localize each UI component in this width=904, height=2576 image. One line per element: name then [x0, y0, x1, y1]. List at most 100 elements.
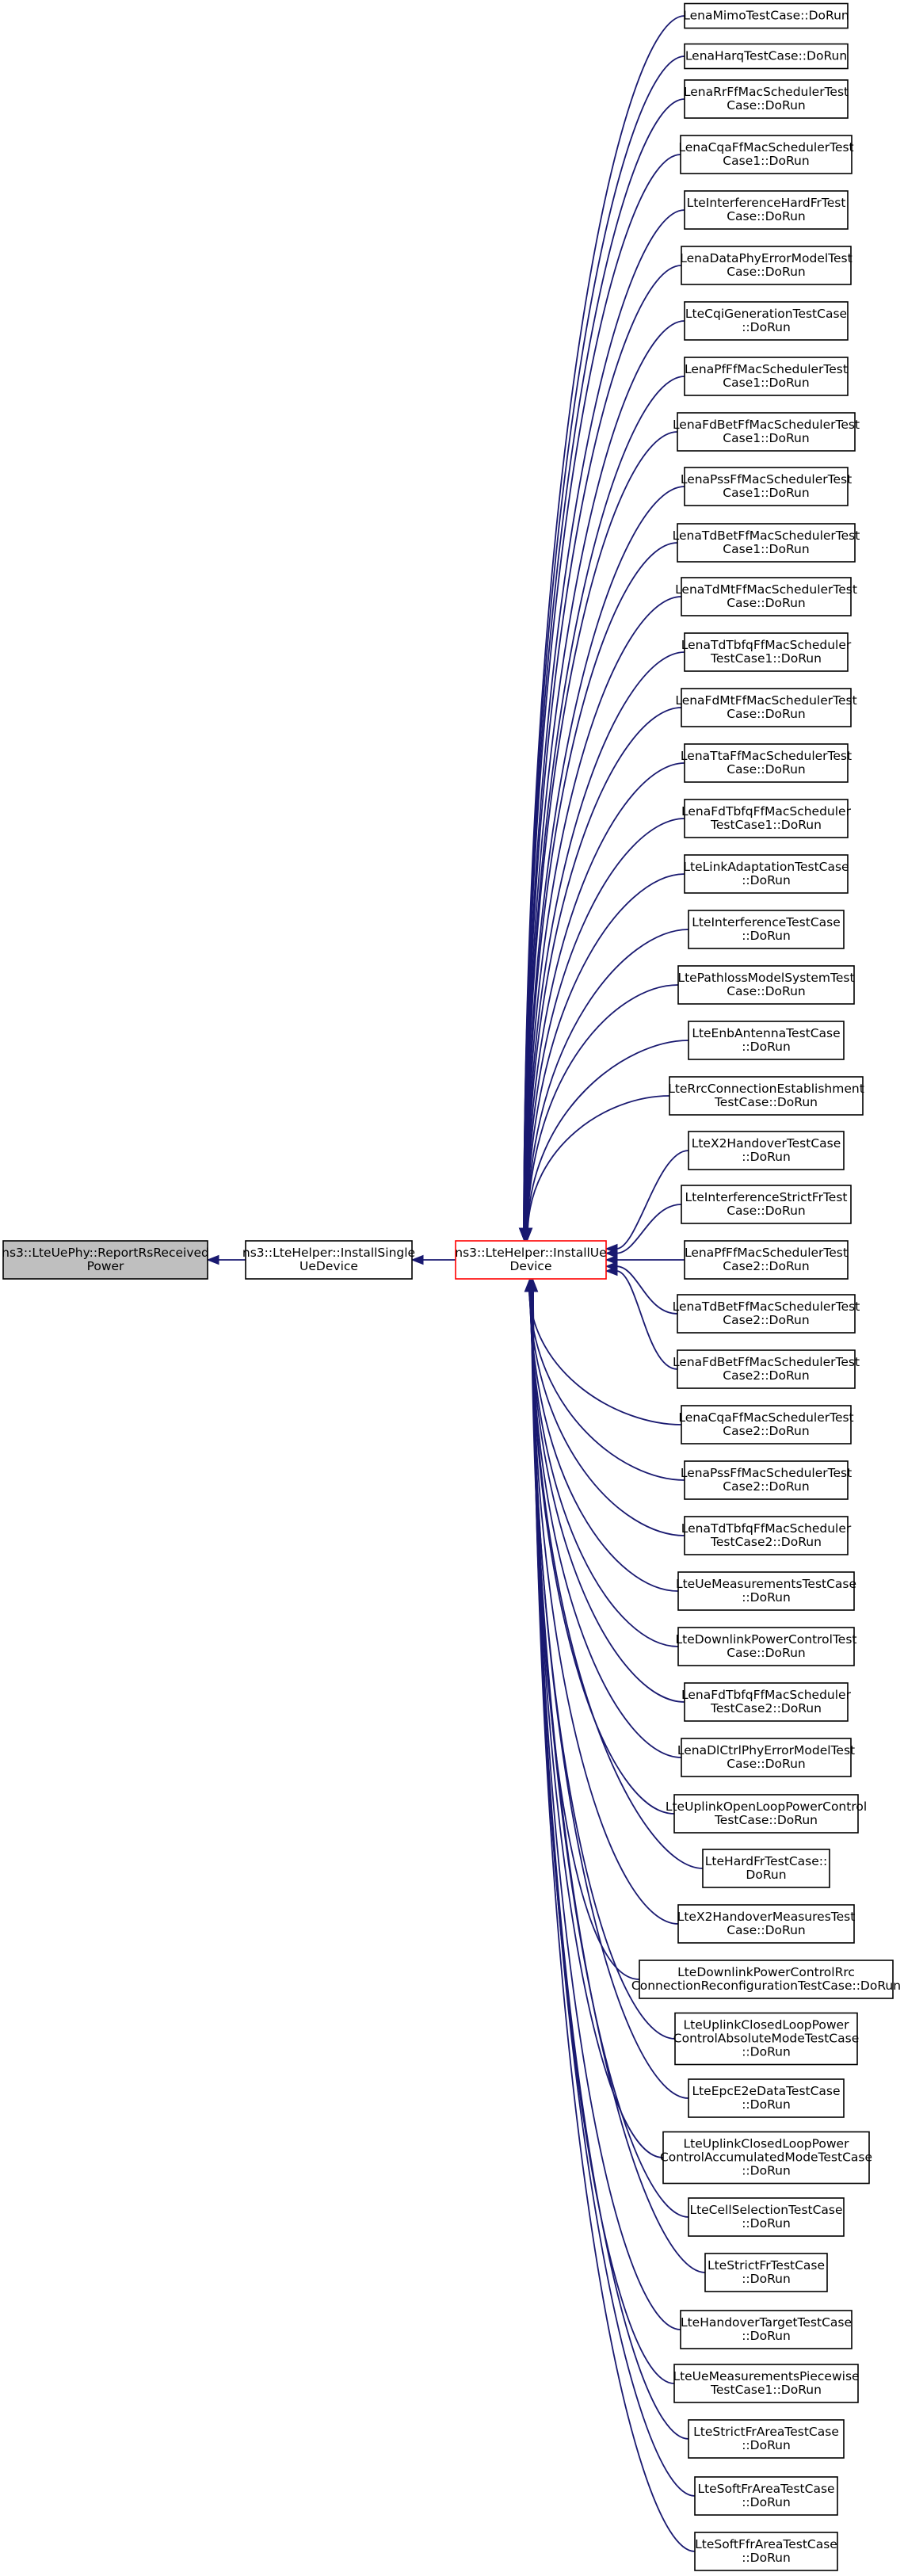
caller-node[interactable]: LteSoftFrAreaTestCase::DoRun	[694, 2476, 838, 2516]
caller-edge	[529, 1290, 679, 1647]
caller-edge	[529, 1290, 685, 1703]
install-single-ue-device-node-label-line: ns3::LteHelper::InstallSingle	[242, 1246, 415, 1260]
caller-node-label-line: Case::DoRun	[727, 1757, 806, 1771]
call-edges	[206, 15, 706, 2552]
caller-edge	[524, 265, 682, 1230]
install-single-ue-device-node-box	[245, 1240, 413, 1280]
caller-node[interactable]: LenaHarqTestCase::DoRun	[684, 43, 849, 70]
caller-node-label-line: ConnectionReconfigurationTestCase::DoRun	[631, 1979, 901, 1993]
caller-node-label-line: LteDownlinkPowerControlRrc	[677, 1965, 855, 1979]
caller-edge	[525, 762, 685, 1230]
caller-edge-arrow	[605, 1248, 618, 1258]
caller-node[interactable]: LteX2HandoverTestCase::DoRun	[688, 1131, 845, 1170]
caller-node[interactable]: LteEpcE2eDataTestCase::DoRun	[688, 2078, 845, 2118]
caller-node[interactable]: LteHandoverTargetTestCase::DoRun	[680, 2310, 853, 2349]
caller-edge	[526, 873, 685, 1230]
caller-edge	[616, 1270, 678, 1370]
caller-node[interactable]: LteHardFrTestCase::DoRun	[702, 1849, 830, 1888]
caller-node-label-line: LenaRrFfMacSchedulerTest	[684, 85, 849, 99]
caller-edge	[616, 1150, 689, 1250]
caller-node-box	[688, 1021, 845, 1060]
caller-edge	[526, 1040, 689, 1230]
caller-node-box	[681, 1185, 852, 1224]
caller-node[interactable]: LteUeMeasurementsPiecewiseTestCase1::DoR…	[673, 2364, 860, 2403]
caller-node-label-line: ::DoRun	[742, 2216, 791, 2231]
caller-edge	[532, 1290, 696, 2497]
caller-node[interactable]: LteUeMeasurementsTestCase::DoRun	[676, 1571, 856, 1611]
caller-edge	[524, 431, 678, 1230]
caller-edge	[530, 1290, 640, 1980]
caller-node[interactable]: LteLinkAdaptationTestCase::DoRun	[683, 854, 849, 894]
caller-node-box	[681, 1738, 852, 1777]
root-node-label-line: ns3::LteUePhy::ReportRsReceived	[2, 1246, 209, 1260]
caller-node-box	[681, 577, 852, 616]
caller-edge	[529, 1290, 682, 1758]
caller-node-label-line: Case1::DoRun	[723, 376, 809, 390]
caller-node-label-line: LteSoftFrAreaTestCase	[697, 2482, 834, 2496]
caller-node[interactable]: LteEnbAntennaTestCase::DoRun	[688, 1021, 845, 1060]
caller-node-label-line: TestCase2::DoRun	[710, 1701, 822, 1715]
caller-node[interactable]: LteUplinkOpenLoopPowerControlTestCase::D…	[666, 1794, 867, 1834]
caller-node-label-line: LteHandoverTargetTestCase	[681, 2315, 852, 2330]
caller-node-label-line: TestCase::DoRun	[714, 1813, 818, 1827]
caller-node-label-line: LteUeMeasurementsTestCase	[676, 1577, 856, 1591]
install-ue-device-node-box	[455, 1240, 607, 1280]
caller-node-label-line: LtePathlossModelSystemTest	[677, 971, 854, 985]
caller-node[interactable]: LteCqiGenerationTestCase::DoRun	[684, 301, 849, 341]
caller-node[interactable]: LteSoftFfrAreaTestCase::DoRun	[694, 2532, 838, 2571]
caller-node-label-line: LteUplinkOpenLoopPowerControl	[666, 1799, 867, 1814]
caller-node[interactable]: LteInterferenceTestCase::DoRun	[688, 910, 845, 949]
caller-node[interactable]: LteRrcConnectionEstablishmentTestCase::D…	[668, 1076, 864, 1116]
caller-edge	[528, 1290, 685, 1481]
caller-node-label-line: LteRrcConnectionEstablishment	[668, 1082, 864, 1096]
caller-node[interactable]: LenaMimoTestCase::DoRun	[683, 2, 849, 29]
caller-node[interactable]: LteDownlinkPowerControlRrcConnectionReco…	[631, 1960, 901, 1999]
caller-node-box	[677, 1571, 855, 1611]
caller-node-box	[684, 1460, 849, 1500]
caller-node[interactable]: LteCellSelectionTestCase::DoRun	[688, 2197, 845, 2237]
caller-edge-arrow	[522, 1227, 533, 1241]
caller-node[interactable]: LteUplinkClosedLoopPowerControlAbsoluteM…	[673, 2012, 859, 2066]
caller-node-box	[684, 190, 849, 230]
caller-node-box	[677, 1294, 856, 1334]
caller-node-label-line: ControlAbsoluteModeTestCase	[673, 2032, 859, 2046]
caller-node-label-line: Case::DoRun	[727, 984, 806, 998]
caller-node-label-line: LteInterferenceTestCase	[692, 915, 841, 929]
caller-node[interactable]: LteUplinkClosedLoopPowerControlAccumulat…	[660, 2131, 872, 2185]
caller-node-box	[684, 743, 849, 783]
caller-node-box	[684, 1682, 849, 1722]
caller-node-box	[639, 1960, 894, 1999]
caller-node[interactable]: LteStrictFrTestCase::DoRun	[704, 2253, 828, 2292]
caller-node[interactable]: LteStrictFrAreaTestCase::DoRun	[688, 2419, 845, 2459]
caller-node-box	[694, 2532, 838, 2571]
